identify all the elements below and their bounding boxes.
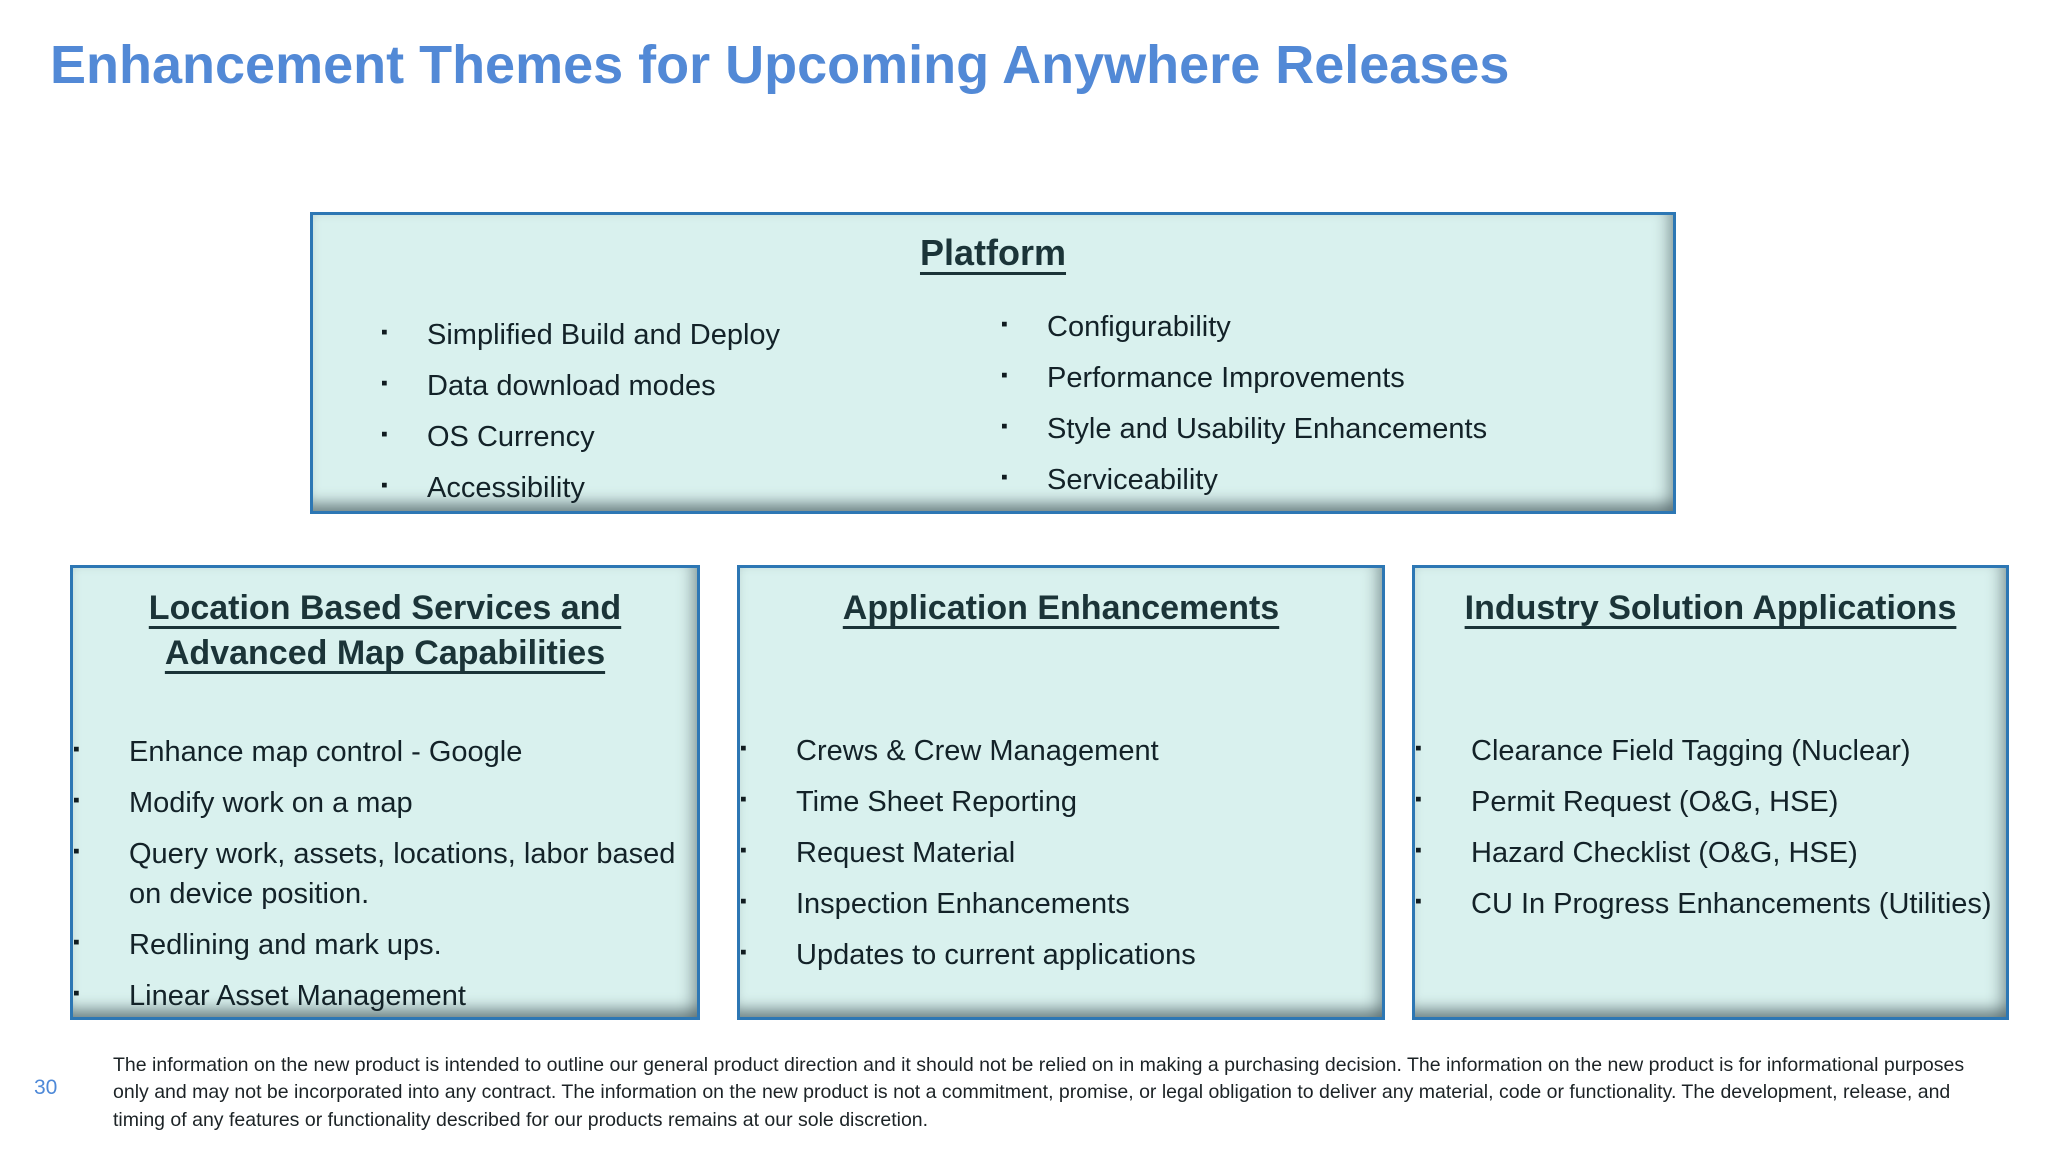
list-item-label: Serviceability	[1047, 464, 1218, 497]
square-bullet-icon: ▪	[73, 840, 80, 862]
list-item-label: OS Currency	[427, 421, 595, 454]
list-item: ▪ Permit Request (O&G, HSE)	[1415, 782, 2006, 822]
platform-right-list: ▪ Configurability ▪ Performance Improvemen…	[1001, 307, 1641, 500]
list-item-label: Time Sheet Reporting	[796, 785, 1078, 818]
square-bullet-icon: ▪	[740, 788, 747, 810]
square-bullet-icon: ▪	[381, 424, 388, 446]
list-item: ▪ Updates to current applications	[740, 935, 1382, 975]
list-item: ▪ Accessibility	[381, 468, 981, 508]
list-item-label: Configurability	[1047, 311, 1231, 343]
list-item: ▪ Enhance map control - Google	[73, 732, 697, 772]
list-item: ▪ Simplified Build and Deploy	[381, 315, 981, 355]
footer-disclaimer: The information on the new product is in…	[113, 1054, 1965, 1131]
platform-column-right: ▪ Configurability ▪ Performance Improvemen…	[1001, 307, 1641, 511]
platform-column-left: ▪ Simplified Build and Deploy ▪ Data downl…	[381, 315, 981, 519]
square-bullet-icon: ▪	[1415, 788, 1422, 810]
list-item: ▪ Crews & Crew Management	[740, 731, 1382, 771]
square-bullet-icon: ▪	[1001, 365, 1008, 387]
list-item-label: Inspection Enhancements	[796, 887, 1130, 920]
list-item: ▪ Inspection Enhancements	[740, 884, 1382, 924]
location-services-box: Location Based Services and Advanced Map…	[70, 565, 700, 1020]
industry-solutions-list: ▪ Clearance Field Tagging (Nuclear) ▪ Perm…	[1415, 731, 2006, 924]
list-item-label: Updates to current applications	[796, 938, 1196, 971]
list-item: ▪ Performance Improvements	[1001, 358, 1641, 398]
square-bullet-icon: ▪	[740, 941, 747, 963]
list-item: ▪ Clearance Field Tagging (Nuclear)	[1415, 731, 2006, 771]
list-item: ▪ Hazard Checklist (O&G, HSE)	[1415, 833, 2006, 873]
list-item: ▪ Query work, assets, locations, labor ba…	[73, 834, 697, 914]
application-enhancements-list: ▪ Crews & Crew Management ▪ Time Sheet Rep…	[740, 731, 1382, 975]
page-number: 30	[34, 1076, 58, 1099]
list-item-label: Performance Improvements	[1047, 362, 1405, 395]
list-item-label: Request Material	[796, 836, 1016, 869]
location-services-heading: Location Based Services and Advanced Map…	[148, 589, 622, 672]
platform-box: Platform ▪ Simplified Build and Deploy ▪ D…	[310, 212, 1676, 514]
square-bullet-icon: ▪	[1001, 467, 1008, 489]
list-item: ▪ Redlining and mark ups.	[73, 925, 697, 965]
square-bullet-icon: ▪	[740, 890, 747, 912]
square-bullet-icon: ▪	[1415, 890, 1422, 912]
list-item: ▪ Modify work on a map	[73, 783, 697, 823]
page-title: Enhancement Themes for Upcoming Anywhere…	[50, 35, 1510, 95]
list-item-label: Simplified Build and Deploy	[427, 319, 781, 351]
square-bullet-icon: ▪	[73, 789, 80, 811]
square-bullet-icon: ▪	[73, 982, 80, 1004]
application-enhancements-box: Application Enhancements ▪ Crews & Crew M…	[737, 565, 1385, 1020]
list-item: ▪ OS Currency	[381, 417, 981, 457]
list-item-label: Hazard Checklist (O&G, HSE)	[1471, 836, 1858, 869]
list-item: ▪ Request Material	[740, 833, 1382, 873]
list-item: ▪ CU In Progress Enhancements (Utilities)	[1415, 884, 2006, 924]
square-bullet-icon: ▪	[1415, 839, 1422, 861]
square-bullet-icon: ▪	[73, 931, 80, 953]
application-enhancements-heading: Application Enhancements	[842, 589, 1280, 627]
square-bullet-icon: ▪	[381, 475, 388, 497]
industry-solutions-heading: Industry Solution Applications	[1464, 589, 1957, 627]
list-item-label: Style and Usability Enhancements	[1047, 413, 1488, 446]
list-item-label: Modify work on a map	[129, 786, 413, 819]
list-item-label: Query work, assets, locations, labor bas…	[129, 837, 676, 910]
industry-solutions-box: Industry Solution Applications ▪ Clearanc…	[1412, 565, 2009, 1020]
square-bullet-icon: ▪	[1415, 737, 1422, 759]
platform-box-heading: Platform	[919, 232, 1067, 273]
list-item-label: Linear Asset Management	[129, 979, 466, 1012]
platform-left-list: ▪ Simplified Build and Deploy ▪ Data downl…	[381, 315, 981, 508]
list-item-label: Data download modes	[427, 370, 716, 403]
square-bullet-icon: ▪	[381, 373, 388, 395]
square-bullet-icon: ▪	[381, 322, 388, 343]
list-item-label: Crews & Crew Management	[796, 734, 1159, 767]
square-bullet-icon: ▪	[1001, 416, 1008, 438]
list-item: ▪ Configurability	[1001, 307, 1641, 347]
square-bullet-icon: ▪	[740, 737, 747, 759]
list-item-label: Clearance Field Tagging (Nuclear)	[1471, 734, 1911, 767]
list-item-label: Accessibility	[427, 472, 585, 505]
location-services-list: ▪ Enhance map control - Google ▪ Modify wo…	[73, 732, 697, 1016]
list-item: ▪ Linear Asset Management	[73, 976, 697, 1016]
list-item-label: Enhance map control - Google	[129, 735, 523, 768]
list-item: ▪ Serviceability	[1001, 460, 1641, 500]
list-item: ▪ Style and Usability Enhancements	[1001, 409, 1641, 449]
list-item-label: Redlining and mark ups.	[129, 928, 442, 961]
square-bullet-icon: ▪	[740, 839, 747, 861]
square-bullet-icon: ▪	[73, 738, 80, 760]
list-item-label: Permit Request (O&G, HSE)	[1471, 785, 1839, 818]
list-item: ▪ Data download modes	[381, 366, 981, 406]
list-item: ▪ Time Sheet Reporting	[740, 782, 1382, 822]
list-item-label: CU In Progress Enhancements (Utilities)	[1471, 887, 1992, 920]
square-bullet-icon: ▪	[1001, 314, 1008, 335]
